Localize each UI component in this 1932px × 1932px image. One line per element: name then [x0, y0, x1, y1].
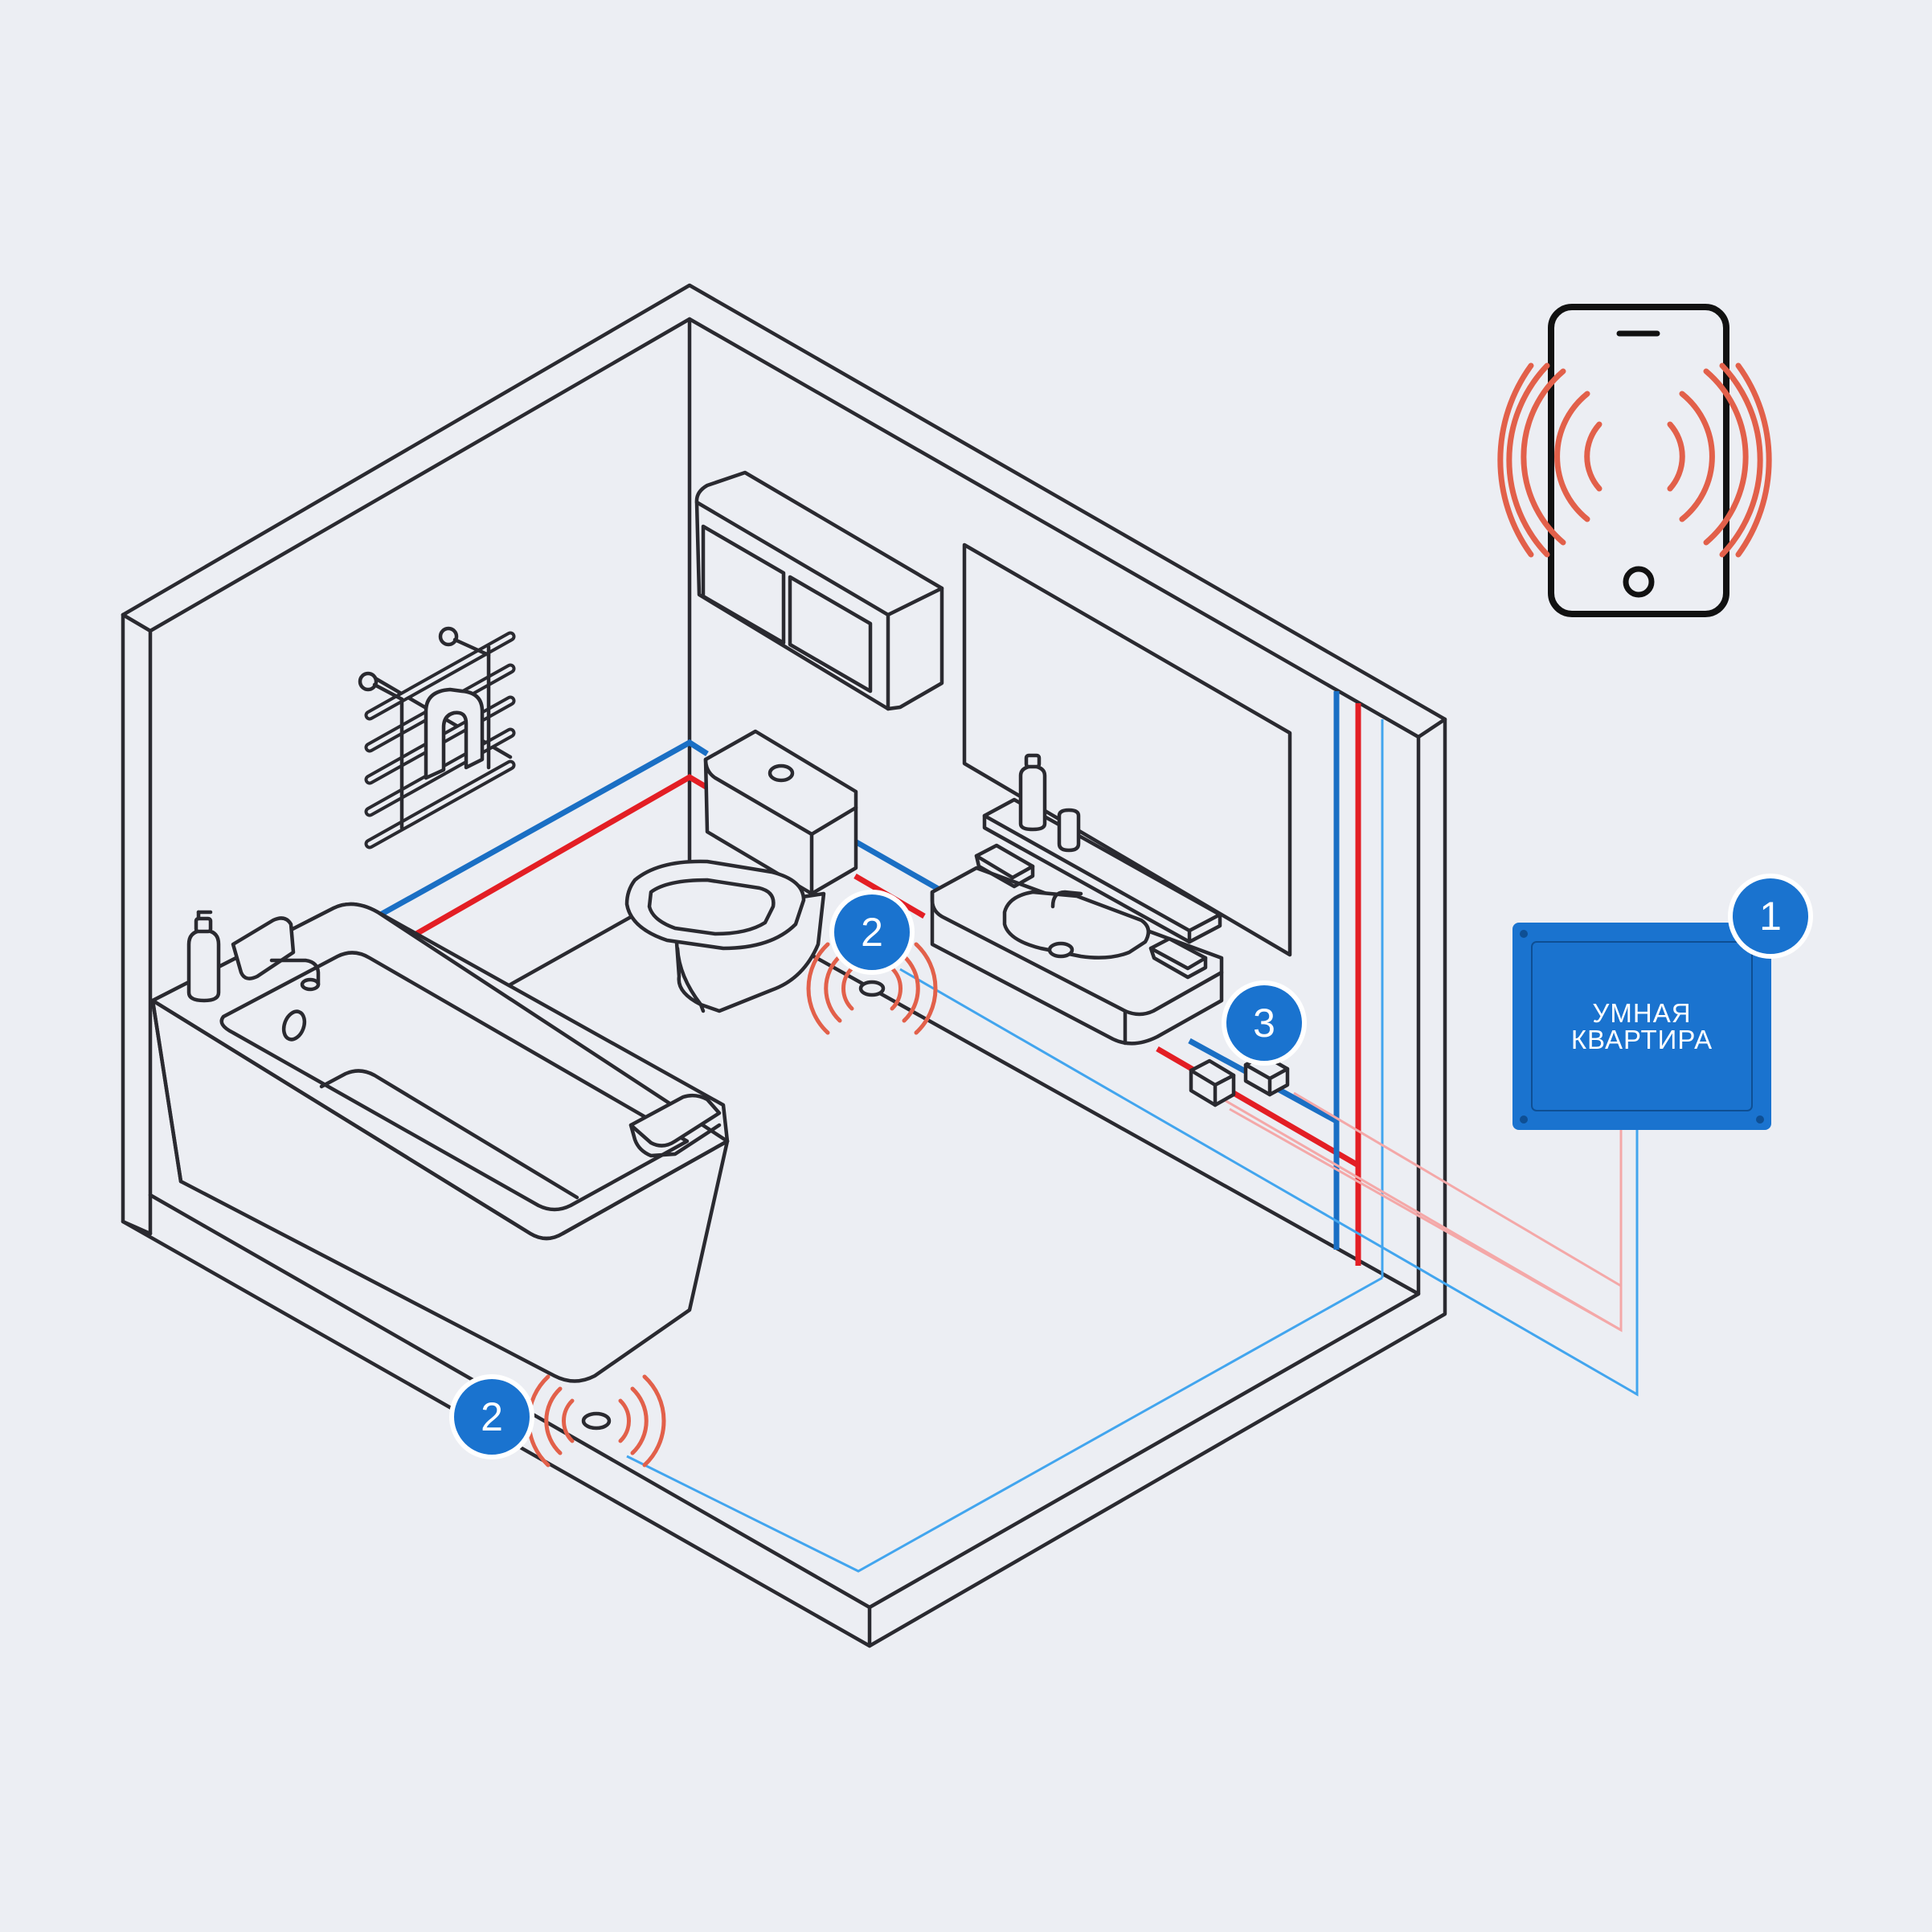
signal-waves-icon	[1497, 362, 1772, 558]
badge-number: 2	[481, 1394, 503, 1439]
wall-cabinet-icon	[694, 470, 944, 711]
smart-home-controller: УМНАЯ КВАРТИРА	[1512, 923, 1771, 1130]
mirror-icon	[962, 542, 1292, 957]
badge-number: 3	[1253, 1001, 1275, 1046]
controller-label-line1: УМНАЯ	[1592, 998, 1691, 1028]
badge-leak-sensor-bath: 2	[449, 1374, 534, 1459]
wire-bath-sensor	[626, 1276, 1383, 1573]
wire-toilet-sensor	[899, 968, 1639, 1397]
signal-wires	[626, 968, 1639, 1573]
signal-waves-icon	[806, 942, 938, 1035]
badge-valves: 3	[1222, 980, 1307, 1066]
leak-sensor-icon	[581, 1411, 612, 1431]
leak-sensor-icon	[858, 980, 886, 997]
leak-sensor-toilet	[806, 942, 938, 1035]
towel-rail-icon	[358, 626, 516, 849]
badge-controller: 1	[1728, 874, 1813, 959]
soap-bottle-icon	[186, 910, 221, 1003]
wire-valve-c	[1293, 1091, 1623, 1288]
smartphone-icon	[1497, 304, 1772, 617]
toilet-icon	[624, 729, 858, 1013]
sink-icon	[930, 753, 1224, 1046]
cold-pipe-left	[362, 739, 709, 927]
controller-label-line2: КВАРТИРА	[1571, 1025, 1713, 1054]
bathtub-icon	[150, 902, 730, 1383]
badge-number: 1	[1759, 894, 1782, 939]
cold-pipe-right	[853, 838, 948, 897]
badge-leak-sensor-toilet: 2	[829, 890, 915, 975]
wire-valve-b	[1229, 1107, 1622, 1332]
badge-number: 2	[861, 910, 883, 955]
hot-pipe-left	[392, 773, 709, 950]
